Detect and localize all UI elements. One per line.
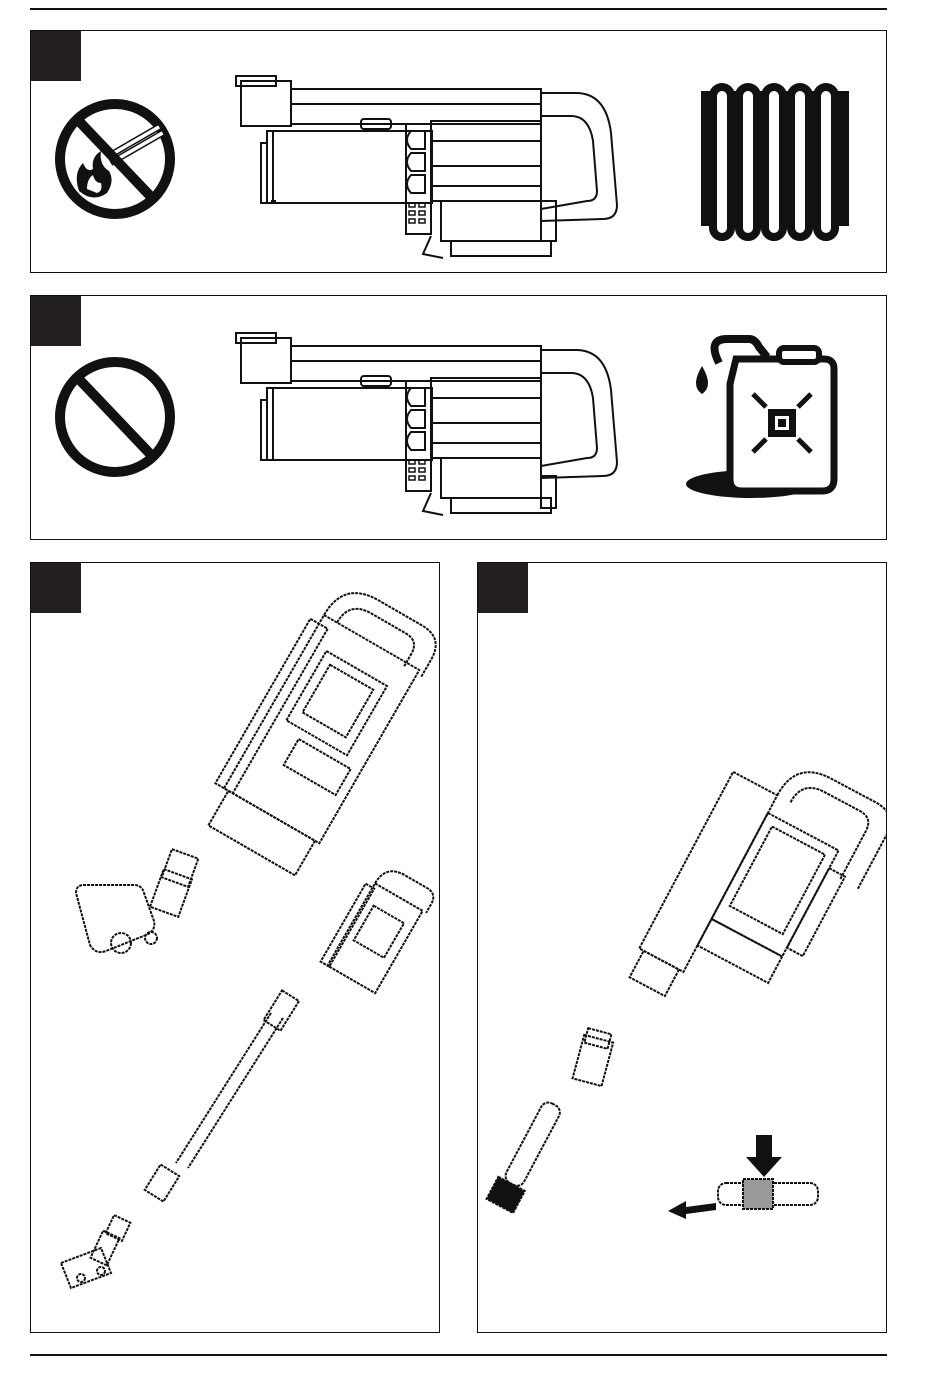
push-down-arrow-icon [746, 1135, 782, 1177]
radiator-icon [701, 87, 849, 237]
pull-left-arrow-icon [668, 1201, 716, 1219]
top-rule [30, 8, 887, 10]
no-open-flame-icon [60, 104, 170, 214]
bottom-rule [30, 1354, 887, 1356]
warning-panel-flammables [30, 295, 887, 540]
vacuum-exploded-assembly [61, 575, 439, 1288]
assembly-panel-handheld [477, 562, 887, 1333]
vacuum-handheld-assembly [487, 737, 886, 1213]
vacuum-side-view [236, 76, 617, 258]
fuel-canister-icon [686, 339, 834, 498]
warning-panel-heat [30, 30, 887, 273]
assembly-panel-stick [30, 562, 440, 1333]
vacuum-side-view [236, 333, 617, 515]
crevice-brush-icon [487, 1097, 567, 1213]
prohibition-icon [60, 362, 170, 472]
